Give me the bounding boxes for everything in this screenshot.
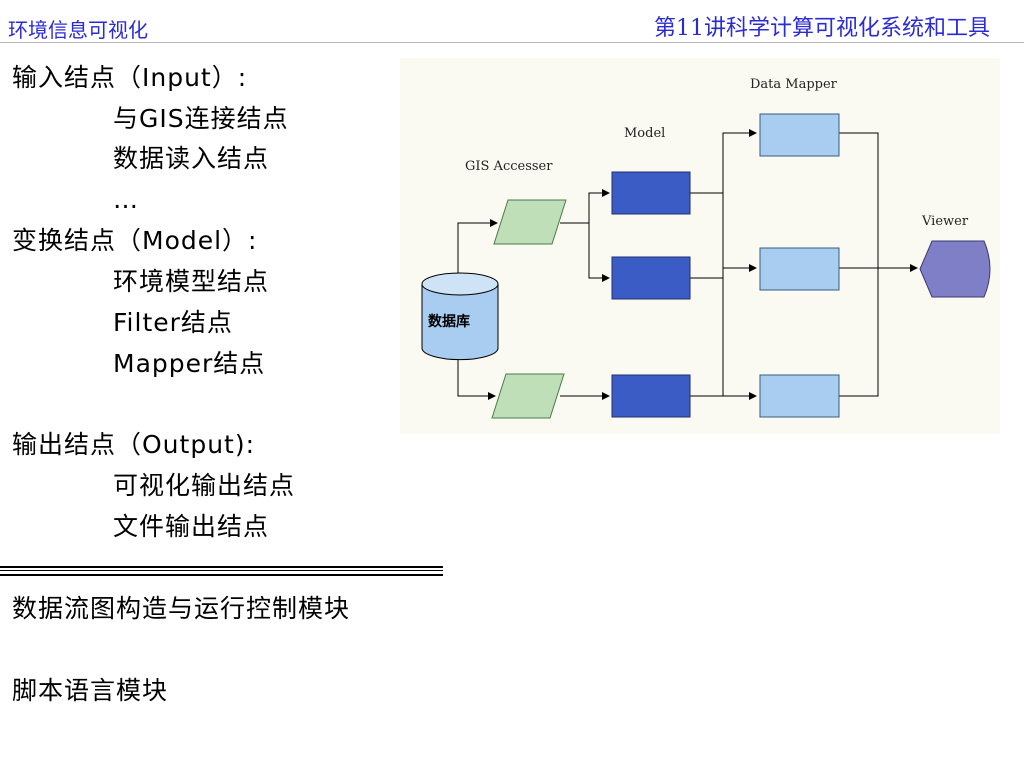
output-item-file: 文件输出结点 xyxy=(113,512,270,541)
output-item-visual: 可视化输出结点 xyxy=(113,471,296,500)
header-left-title: 环境信息可视化 xyxy=(8,18,148,42)
dataflow-diagram: GIS Accesser Model Data Mapper Viewer 数据… xyxy=(400,58,1000,434)
model-item-env: 环境模型结点 xyxy=(113,267,270,296)
label-database: 数据库 xyxy=(428,313,470,330)
mapper-node-1 xyxy=(759,113,840,157)
module-dataflow: 数据流图构造与运行控制模块 xyxy=(12,594,351,623)
label-model: Model xyxy=(624,126,665,141)
model-node-3 xyxy=(611,374,691,418)
model-heading: 变换结点（Model）: xyxy=(12,226,258,255)
label-gis-accesser: GIS Accesser xyxy=(465,159,553,174)
input-item-gis: 与GIS连接结点 xyxy=(113,104,289,133)
edge-mapper-3-to-bus xyxy=(839,268,879,397)
model-node-2 xyxy=(611,256,691,300)
edge-model-1-to-mapper-2 xyxy=(722,193,757,272)
edge-model-1-out xyxy=(690,129,757,194)
viewer-node xyxy=(919,240,991,298)
accesser-node-top xyxy=(493,199,567,245)
edge-mapper-1-to-bus xyxy=(839,132,879,268)
model-item-mapper: Mapper结点 xyxy=(113,349,266,378)
triple-divider xyxy=(0,566,443,576)
edge-accesser-top-to-model-2 xyxy=(588,223,610,282)
mapper-node-2 xyxy=(759,247,840,291)
label-viewer: Viewer xyxy=(921,214,969,229)
input-item-ellipsis: … xyxy=(113,185,139,214)
edge-db-to-accesser-top xyxy=(457,219,498,284)
database-cylinder xyxy=(421,272,499,361)
input-heading: 输入结点（Input）: xyxy=(12,63,248,92)
model-node-1 xyxy=(611,171,691,215)
model-item-filter: Filter结点 xyxy=(113,308,233,337)
label-data-mapper: Data Mapper xyxy=(750,77,838,92)
header-right-title: 第11讲科学计算可视化系统和工具 xyxy=(654,16,990,41)
input-item-read: 数据读入结点 xyxy=(113,144,270,173)
module-script: 脚本语言模块 xyxy=(12,676,169,705)
edge-db-to-accesser-bottom xyxy=(457,348,496,400)
header-rule xyxy=(0,42,1024,43)
accesser-node-bottom xyxy=(491,373,565,419)
edge-accesser-top-to-models xyxy=(560,189,610,224)
mapper-node-3 xyxy=(759,374,840,418)
output-heading: 输出结点（Output): xyxy=(12,430,256,459)
